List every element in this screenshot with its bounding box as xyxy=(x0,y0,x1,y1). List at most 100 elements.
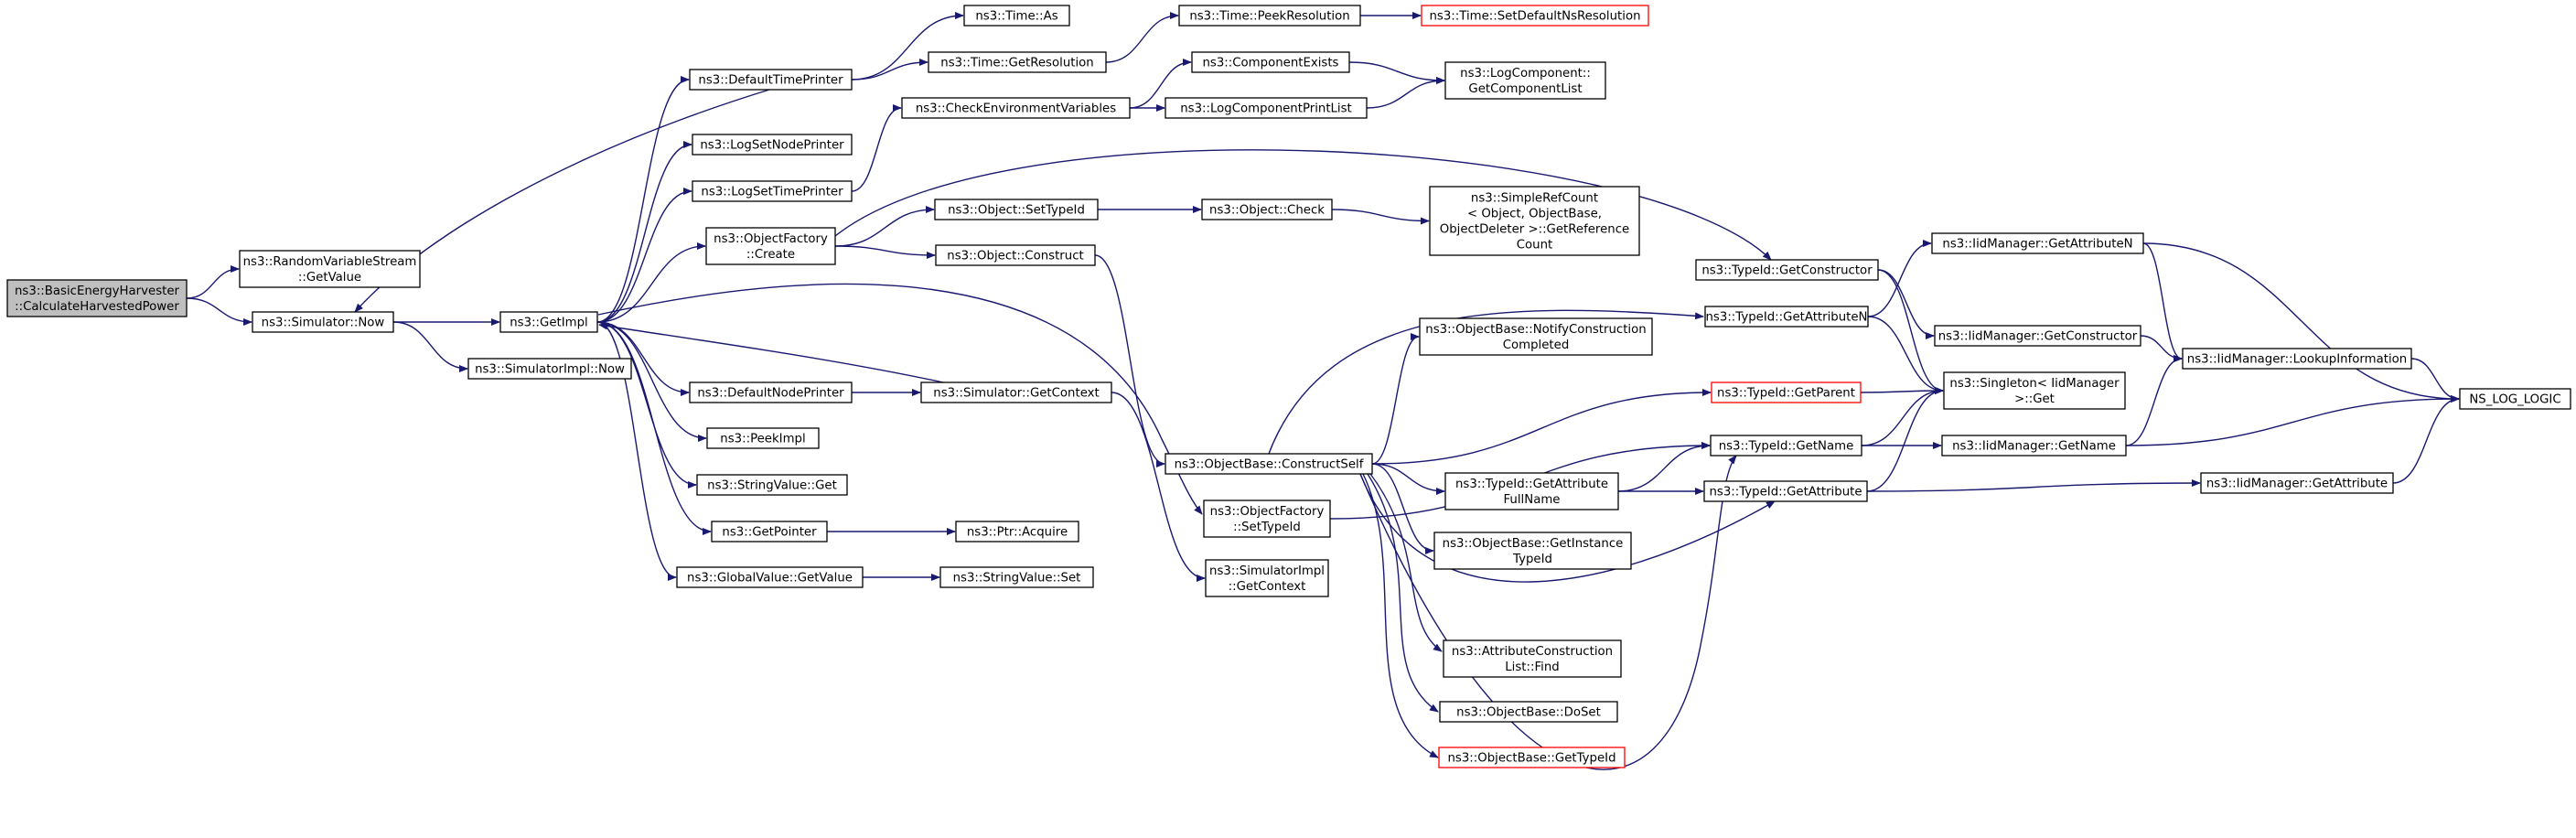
node-label-line: ns3::IidManager::GetAttribute xyxy=(2206,478,2388,491)
node-label-line: ns3::StringValue::Set xyxy=(953,572,1081,586)
node-tidGetAttrN[interactable]: ns3::TypeId::GetAttributeN xyxy=(1704,306,1869,328)
node-globalValGet[interactable]: ns3::GlobalValue::GetValue xyxy=(676,566,864,588)
node-iidGetAttrN[interactable]: ns3::IidManager::GetAttributeN xyxy=(1931,232,2144,254)
node-label-line: ns3::SimulatorImpl::Now xyxy=(475,363,625,377)
node-label-line: ns3::Time::As xyxy=(975,10,1057,24)
node-label-line: ::GetContext xyxy=(1229,580,1306,594)
node-logCompPrint[interactable]: ns3::LogComponentPrintList xyxy=(1165,97,1368,119)
edge-timeGetRes-to-timePeekRes xyxy=(1105,12,1179,63)
edge-constructSelf-to-getInstanceTid xyxy=(1371,463,1434,554)
node-logSetTimePrinter[interactable]: ns3::LogSetTimePrinter xyxy=(692,180,853,202)
node-label-line: ns3::IidManager::LookupInformation xyxy=(2187,353,2407,367)
edge-getImpl-to-getPointer xyxy=(596,321,712,535)
node-iidLookup[interactable]: ns3::IidManager::LookupInformation xyxy=(2182,348,2412,370)
node-timePeekRes[interactable]: ns3::Time::PeekResolution xyxy=(1178,5,1361,27)
node-label-line: ns3::LogSetNodePrinter xyxy=(700,139,844,153)
edge-constructSelf-to-objBaseDoSet xyxy=(1367,473,1439,713)
node-label-line: ns3::LogComponent:: xyxy=(1460,67,1591,81)
node-rvsGetValue[interactable]: ns3::RandomVariableStream::GetValue xyxy=(239,250,421,288)
node-objBaseGetTid[interactable]: ns3::ObjectBase::GetTypeId xyxy=(1438,747,1626,768)
node-box xyxy=(1201,199,1333,220)
node-box xyxy=(1941,435,2127,457)
node-defTimePrinter[interactable]: ns3::DefaultTimePrinter xyxy=(689,69,853,91)
node-constructSelf[interactable]: ns3::ObjectBase::ConstructSelf xyxy=(1165,453,1373,475)
node-objBaseDoSet[interactable]: ns3::ObjectBase::DoSet xyxy=(1439,701,1618,723)
node-strValSet[interactable]: ns3::StringValue::Set xyxy=(939,566,1094,588)
node-label-line: ns3::Object::SetTypeId xyxy=(948,204,1085,218)
node-objSetTypeId[interactable]: ns3::Object::SetTypeId xyxy=(934,199,1099,220)
node-strValGet[interactable]: ns3::StringValue::Get xyxy=(696,474,848,496)
node-label-line: ns3::IidManager::GetName xyxy=(1952,440,2116,454)
node-box xyxy=(2182,348,2412,370)
node-timeGetRes[interactable]: ns3::Time::GetResolution xyxy=(928,51,1107,73)
node-label-line: ns3::ObjectBase::NotifyConstruction xyxy=(1425,323,1646,337)
node-simImplGetCtx[interactable]: ns3::SimulatorImpl::GetContext xyxy=(1205,559,1329,597)
node-box xyxy=(705,227,836,265)
node-tidGetName[interactable]: ns3::TypeId::GetName xyxy=(1710,435,1862,457)
node-label-line: ::SetTypeId xyxy=(1233,521,1301,534)
node-notifyConstr[interactable]: ns3::ObjectBase::NotifyConstructionCompl… xyxy=(1419,317,1653,356)
node-box xyxy=(689,381,853,403)
node-label-line: ns3::ObjectBase::GetInstance xyxy=(1443,537,1624,551)
node-box xyxy=(1934,325,2141,347)
node-box xyxy=(1178,5,1361,27)
node-compExists[interactable]: ns3::ComponentExists xyxy=(1191,51,1350,73)
edge-getImpl-to-defTimePrinter xyxy=(596,76,690,323)
node-label-line: NS_LOG_LOGIC xyxy=(2469,393,2560,407)
node-simGetContext[interactable]: ns3::Simulator::GetContext xyxy=(920,381,1112,403)
node-simNow[interactable]: ns3::Simulator::Now xyxy=(252,311,394,333)
node-timeAs[interactable]: ns3::Time::As xyxy=(963,5,1070,27)
node-label-line: ns3::TypeId::GetName xyxy=(1719,440,1854,454)
edge-constructSelf-to-tidGetAttrFull xyxy=(1371,463,1445,495)
edge-tidGetAttribute-to-singletonGet xyxy=(1866,387,1944,492)
edge-tidGetAttribute-to-iidGetAttribute xyxy=(1866,479,2201,492)
edge-logSetTimePrinter-to-checkEnv xyxy=(851,104,902,192)
node-box xyxy=(689,69,853,91)
node-label-line: FullName xyxy=(1504,493,1561,507)
node-iidGetConstructor[interactable]: ns3::IidManager::GetConstructor xyxy=(1934,325,2141,347)
edge-getImpl-to-strValGet xyxy=(596,321,697,489)
edge-iidGetAttrN-to-iidLookup xyxy=(2142,242,2183,362)
node-label-line: ns3::DefaultTimePrinter xyxy=(698,74,843,88)
node-box xyxy=(692,134,853,156)
node-iidGetAttribute[interactable]: ns3::IidManager::GetAttribute xyxy=(2200,472,2394,494)
node-simpleRefCount[interactable]: ns3::SimpleRefCount< Object, ObjectBase,… xyxy=(1429,186,1640,256)
edge-tidGetConstructor-to-singletonGet xyxy=(1877,269,1944,394)
node-peekImpl[interactable]: ns3::PeekImpl xyxy=(706,427,820,449)
node-label-line: >::Get xyxy=(2014,392,2055,406)
node-iidGetName[interactable]: ns3::IidManager::GetName xyxy=(1941,435,2127,457)
node-ofSetTypeId[interactable]: ns3::ObjectFactory::SetTypeId xyxy=(1203,500,1331,538)
node-box xyxy=(955,521,1079,543)
node-getImpl[interactable]: ns3::GetImpl xyxy=(499,311,598,333)
edge-logCompPrint-to-logCompGetList xyxy=(1366,77,1445,109)
node-objConstruct[interactable]: ns3::Object::Construct xyxy=(935,244,1096,266)
node-label-line: ns3::AttributeConstruction xyxy=(1452,645,1613,659)
edge-constructSelf-to-attrConstrFind xyxy=(1369,473,1443,652)
edge-constructSelf-to-tidGetParent xyxy=(1371,389,1712,465)
node-box xyxy=(676,566,864,588)
node-label-line: ns3::TypeId::GetConstructor xyxy=(1701,264,1873,278)
node-getPointer[interactable]: ns3::GetPointer xyxy=(711,521,828,543)
node-logSetNodePrinter[interactable]: ns3::LogSetNodePrinter xyxy=(692,134,853,156)
node-timeSetDefNs[interactable]: ns3::Time::SetDefaultNsResolution xyxy=(1421,5,1649,27)
node-singletonGet[interactable]: ns3::Singleton< IidManager>::Get xyxy=(1943,371,2126,410)
node-tidGetParent[interactable]: ns3::TypeId::GetParent xyxy=(1711,381,1862,403)
node-box xyxy=(1444,61,1606,100)
node-logCompGetList[interactable]: ns3::LogComponent::GetComponentList xyxy=(1444,61,1606,100)
node-box xyxy=(901,97,1131,119)
node-defNodePrinter[interactable]: ns3::DefaultNodePrinter xyxy=(689,381,853,403)
node-tidGetConstructor[interactable]: ns3::TypeId::GetConstructor xyxy=(1695,259,1879,281)
node-ptrAcquire[interactable]: ns3::Ptr::Acquire xyxy=(955,521,1079,543)
node-simImplNow[interactable]: ns3::SimulatorImpl::Now xyxy=(467,358,632,380)
node-objFactoryCreate[interactable]: ns3::ObjectFactory::Create xyxy=(705,227,836,265)
node-objCheck[interactable]: ns3::Object::Check xyxy=(1201,199,1333,220)
node-checkEnv[interactable]: ns3::CheckEnvironmentVariables xyxy=(901,97,1131,119)
node-label-line: ns3::Object::Construct xyxy=(947,250,1083,263)
edge-tidGetName-to-singletonGet xyxy=(1861,387,1944,446)
node-nsLogLogic[interactable]: NS_LOG_LOGIC xyxy=(2459,388,2571,410)
node-tidGetAttribute[interactable]: ns3::TypeId::GetAttribute xyxy=(1703,480,1868,502)
node-box xyxy=(1704,306,1869,328)
